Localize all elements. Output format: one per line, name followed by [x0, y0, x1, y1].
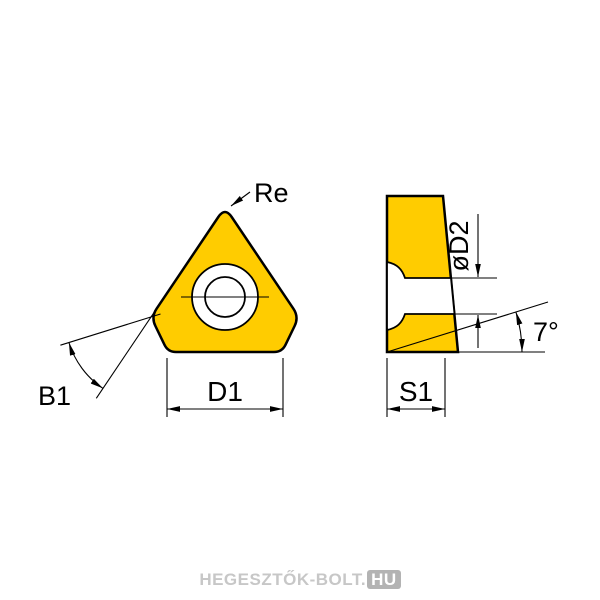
hole-profile	[386, 260, 456, 332]
watermark-tld: HU	[367, 570, 401, 589]
re-label: Re	[254, 178, 289, 208]
watermark: HEGESZTŐK-BOLT.HU	[0, 570, 600, 590]
clearance-angle-arc	[515, 311, 525, 353]
re-annotation: Re	[230, 178, 289, 208]
d2-dimension: øD2	[444, 214, 497, 348]
b1-angle-arc	[68, 342, 104, 389]
clearance-angle-label: 7°	[533, 317, 559, 347]
d2-label: øD2	[444, 220, 474, 271]
front-view: Re B1 D1	[38, 178, 298, 417]
clearance-angle-annotation: 7°	[386, 301, 559, 353]
b1-label: B1	[38, 381, 71, 411]
b1-reference-line	[60, 313, 161, 346]
b1-annotation: B1	[38, 308, 161, 411]
watermark-site-name: HEGESZTŐK-BOLT	[199, 570, 361, 589]
s1-dimension: S1	[386, 358, 446, 417]
re-leader-line	[230, 191, 251, 207]
clearance-slope-line	[386, 301, 549, 353]
side-view: øD2 7° S1	[385, 194, 559, 417]
s1-label: S1	[399, 376, 433, 407]
d1-label: D1	[207, 376, 243, 407]
b1-edge-extension-line	[95, 308, 158, 399]
d1-dimension: D1	[166, 358, 284, 417]
watermark-separator: .	[360, 570, 367, 589]
